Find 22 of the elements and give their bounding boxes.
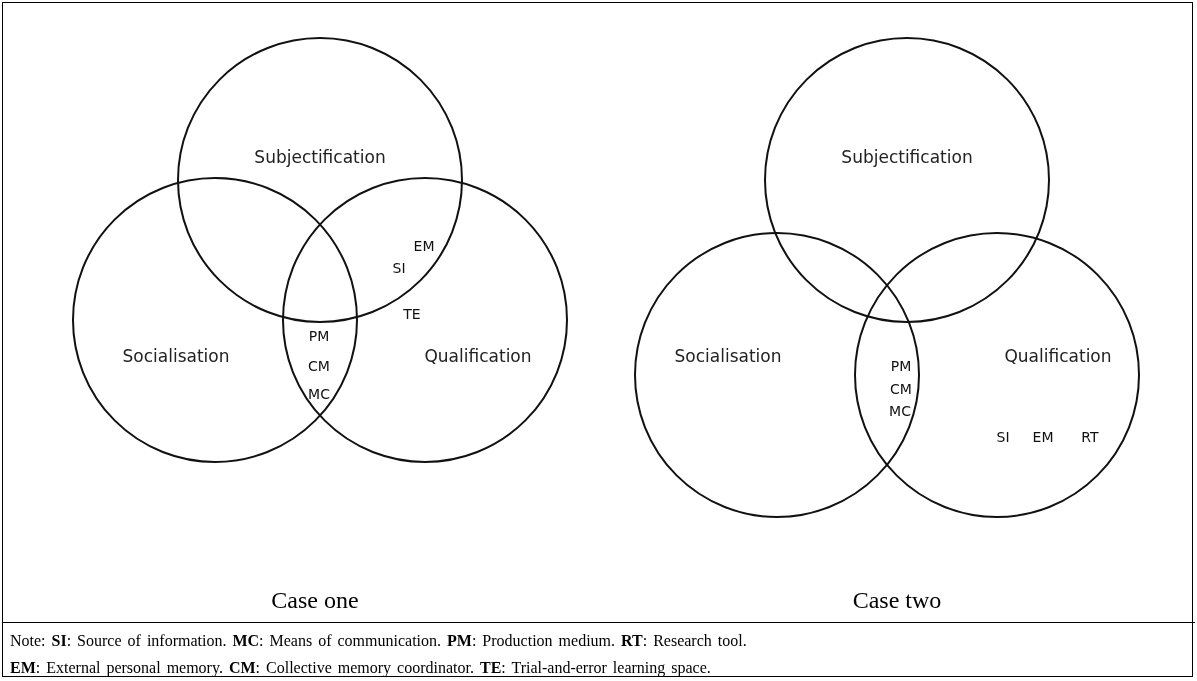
abbreviation-label: PM: [890, 358, 912, 374]
abbreviation-label: PM: [308, 328, 330, 344]
set-label: Qualification: [1004, 346, 1112, 366]
set-label: Socialisation: [122, 346, 230, 366]
set-label: Subjectification: [254, 147, 386, 167]
case-caption: Case two: [852, 586, 942, 614]
abbreviation-label: MC: [308, 386, 330, 402]
abbreviation-label: SI: [996, 429, 1010, 445]
abbreviation-label: CM: [308, 358, 330, 374]
abbreviation-label: EM: [413, 238, 435, 254]
note-text: EM: External personal memory. CM: Collective memory coordinator. TE: Trial-and-error learning space.: [10, 659, 711, 677]
abbreviation-label: SI: [392, 260, 406, 276]
abbreviation-label: TE: [403, 306, 421, 322]
set-label: Qualification: [424, 346, 532, 366]
set-label: Socialisation: [674, 346, 782, 366]
abbreviation-label: MC: [889, 403, 911, 419]
abbreviation-label: EM: [1032, 429, 1054, 445]
case-caption: Case one: [271, 586, 359, 614]
abbreviation-label: RT: [1081, 429, 1099, 445]
set-label: Subjectification: [841, 147, 973, 167]
abbreviation-label: CM: [890, 381, 912, 397]
note-text: Note: SI: Source of information. MC: Means of communication. PM: Production medium. RT: Research tool.: [10, 632, 747, 650]
